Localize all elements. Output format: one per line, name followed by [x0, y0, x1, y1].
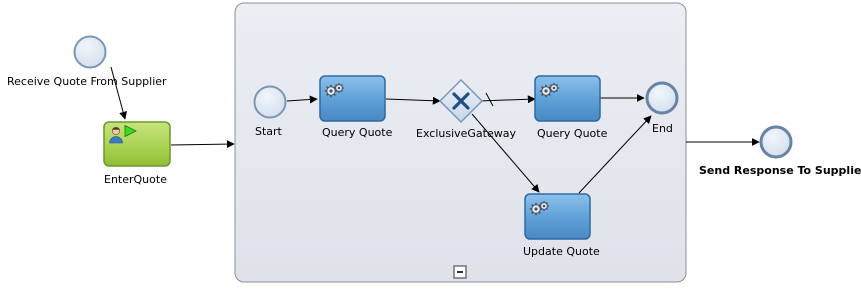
send-response-label: Send Response To Supplier	[699, 164, 861, 177]
collapse-toggle[interactable]	[453, 265, 467, 279]
flow-enter-to-subprocess[interactable]	[170, 140, 235, 149]
receive-quote-start-event[interactable]	[73, 35, 107, 69]
default-flow-marker	[485, 92, 494, 107]
update-quote-task[interactable]	[524, 193, 591, 240]
close-icon	[452, 92, 470, 110]
enter-quote-task[interactable]	[103, 121, 171, 167]
flow-receive-to-enter[interactable]	[110, 66, 127, 120]
start-label: Start	[255, 125, 282, 138]
flow-start-to-query1[interactable]	[286, 95, 318, 104]
update-quote-label: Update Quote	[523, 245, 600, 258]
play-icon	[124, 124, 137, 138]
flow-update-to-end[interactable]	[578, 115, 652, 194]
exclusive-gateway[interactable]	[438, 78, 484, 124]
inner-end-event[interactable]	[645, 81, 679, 115]
send-response-end-event[interactable]	[759, 125, 793, 159]
user-icon	[109, 127, 123, 144]
gateway-label: ExclusiveGateway	[416, 127, 516, 140]
query-quote-1-label: Query Quote	[322, 126, 393, 139]
flow-gateway-to-update[interactable]	[471, 113, 540, 193]
inner-start-event[interactable]	[253, 85, 287, 119]
query-quote-task-2[interactable]	[534, 75, 601, 122]
query-quote-2-label: Query Quote	[537, 127, 608, 140]
enter-quote-label: EnterQuote	[104, 173, 167, 186]
end-label: End	[652, 122, 673, 135]
flow-query1-to-gateway[interactable]	[385, 96, 441, 105]
flow-gateway-to-query2[interactable]	[478, 95, 536, 104]
query-quote-task-1[interactable]	[319, 75, 386, 122]
receive-quote-label: Receive Quote From Supplier	[7, 75, 167, 88]
subprocess-container[interactable]	[234, 2, 687, 283]
